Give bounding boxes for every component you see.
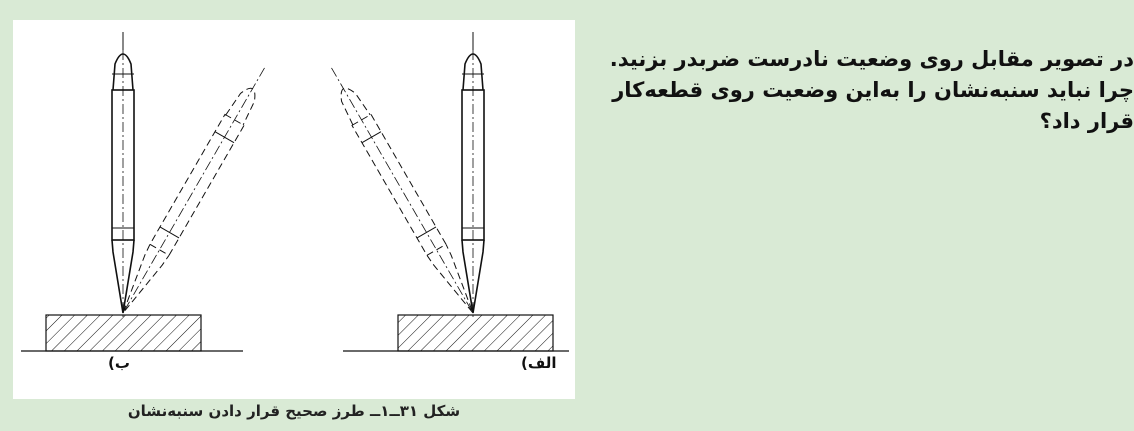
punch-vertical-b [111,32,135,320]
figure-alef [331,32,569,352]
figure-label-alef: الف) [521,354,557,372]
punch-tilted-alef [331,67,474,314]
figure-label-b: ب) [108,354,130,372]
figure-caption: شکل ۳۱ــ۱ــ طرز صحیح قرار دادن سنبه‌نشان [127,402,461,420]
workpiece-b [45,314,202,352]
question-line-3: قرار داد؟ [1039,109,1134,133]
punch-tilted-b [122,67,265,314]
question-line-2: چرا نباید سنبه‌نشان را به‌این وضعیت روی … [612,78,1134,102]
question-text: در تصویر مقابل روی وضعیت نادرست ضربدر بز… [574,44,1134,137]
center-punch-drawing [21,32,569,352]
figure-panel: ب) الف) [13,20,575,399]
figure-b [21,32,265,352]
question-line-1: در تصویر مقابل روی وضعیت نادرست ضربدر بز… [609,47,1134,71]
punch-vertical-alef [461,32,485,320]
workpiece-alef [397,314,554,352]
